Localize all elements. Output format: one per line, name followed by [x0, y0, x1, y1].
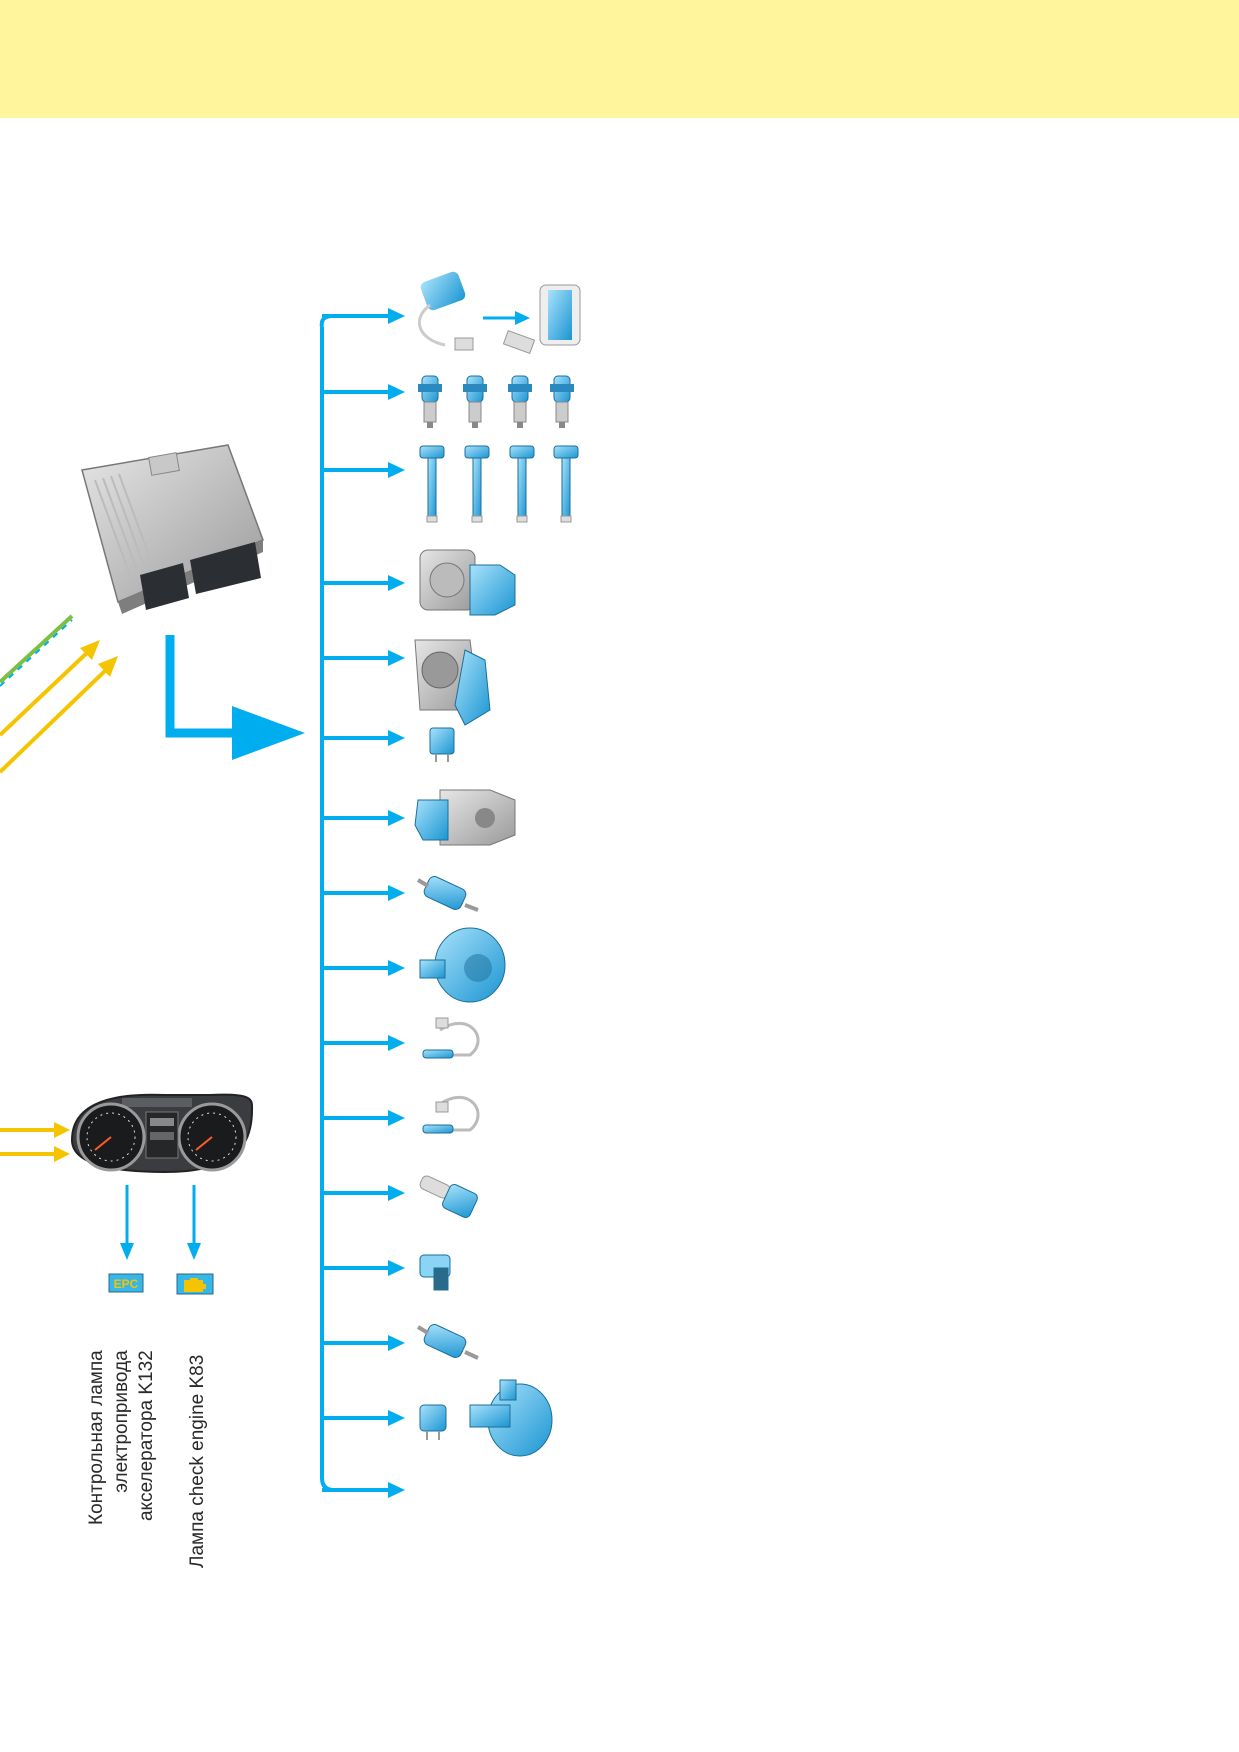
- lamp-arrows: [120, 1185, 201, 1260]
- branch-arrow: [322, 308, 405, 324]
- instrument-cluster-icon: [70, 1093, 254, 1174]
- pump-icon: [419, 927, 506, 1003]
- input-signal-lines: [0, 614, 118, 1162]
- epc-lamp-label: Контрольная лампа электропривода акселер…: [84, 1350, 159, 1525]
- epc-lamp-text: EPC: [114, 1277, 139, 1291]
- relay-and-coolant-pump-icon: [419, 1379, 553, 1457]
- epc-lamp-label-line-3: акселератора K132: [136, 1350, 157, 1522]
- epc-lamp-label-line-2: электропривода: [111, 1350, 132, 1493]
- branch-arrow: [322, 1035, 405, 1051]
- throttle-body-2-icon: [414, 639, 491, 726]
- check-engine-lamp-label-line-1: Лампа check engine K83: [187, 1354, 208, 1568]
- branch-arrow: [322, 462, 405, 478]
- ignition-coil-icon: [553, 445, 579, 523]
- branch-arrow: [322, 810, 405, 826]
- output-branches: [322, 308, 405, 1498]
- output-bus: [319, 314, 400, 1492]
- camshaft-control-valve-icon: [419, 1175, 478, 1218]
- branch-arrow: [322, 1335, 405, 1351]
- branch-arrow: [322, 885, 405, 901]
- ignition-coil-icon: [509, 445, 535, 523]
- epc-lamp-label-line-1: Контрольная лампа: [86, 1350, 107, 1525]
- branch-arrow: [322, 1260, 405, 1276]
- oxygen-sensor-heater-2-icon: [422, 1095, 480, 1134]
- branch-arrow: [322, 1410, 405, 1426]
- throttle-body-icon: [419, 549, 516, 616]
- fuel-injectors-icon: [418, 375, 574, 428]
- fuel-injector-icon: [508, 375, 532, 428]
- check-engine-lamp-label: Лампа check engine K83: [185, 1355, 210, 1568]
- branch-arrow: [322, 575, 405, 591]
- branch-arrow: [322, 1110, 405, 1126]
- engine-control-unit-icon: [81, 444, 264, 614]
- fuel-injector-icon: [550, 375, 574, 428]
- branch-arrow: [322, 384, 405, 400]
- fuel-pump-control-and-fuel-pump-icon: [417, 271, 581, 355]
- oxygen-sensor-heater-1-icon: [422, 1017, 480, 1059]
- branch-arrow: [322, 730, 405, 746]
- branch-arrow: [322, 960, 405, 976]
- branch-arrow: [322, 1185, 405, 1201]
- ignition-coil-icon: [419, 445, 445, 523]
- fuel-injector-icon: [463, 375, 487, 428]
- fuel-injector-icon: [418, 375, 442, 428]
- ignition-coil-icon: [464, 445, 490, 523]
- intake-manifold-flap-icon: [414, 789, 516, 846]
- solenoid-valve-2-icon: [416, 1324, 479, 1360]
- ignition-coils-icon: [419, 445, 579, 523]
- branch-arrow: [322, 1482, 405, 1498]
- relay-icon: [429, 727, 455, 762]
- valve-icon: [419, 1254, 451, 1291]
- branch-arrow: [322, 650, 405, 666]
- check-engine-lamp-icon: [176, 1273, 214, 1295]
- solenoid-valve-icon: [416, 876, 479, 912]
- header-band: [0, 0, 1239, 118]
- ecu-output-arrow: [165, 635, 305, 760]
- epc-lamp-icon: EPC: [108, 1273, 144, 1293]
